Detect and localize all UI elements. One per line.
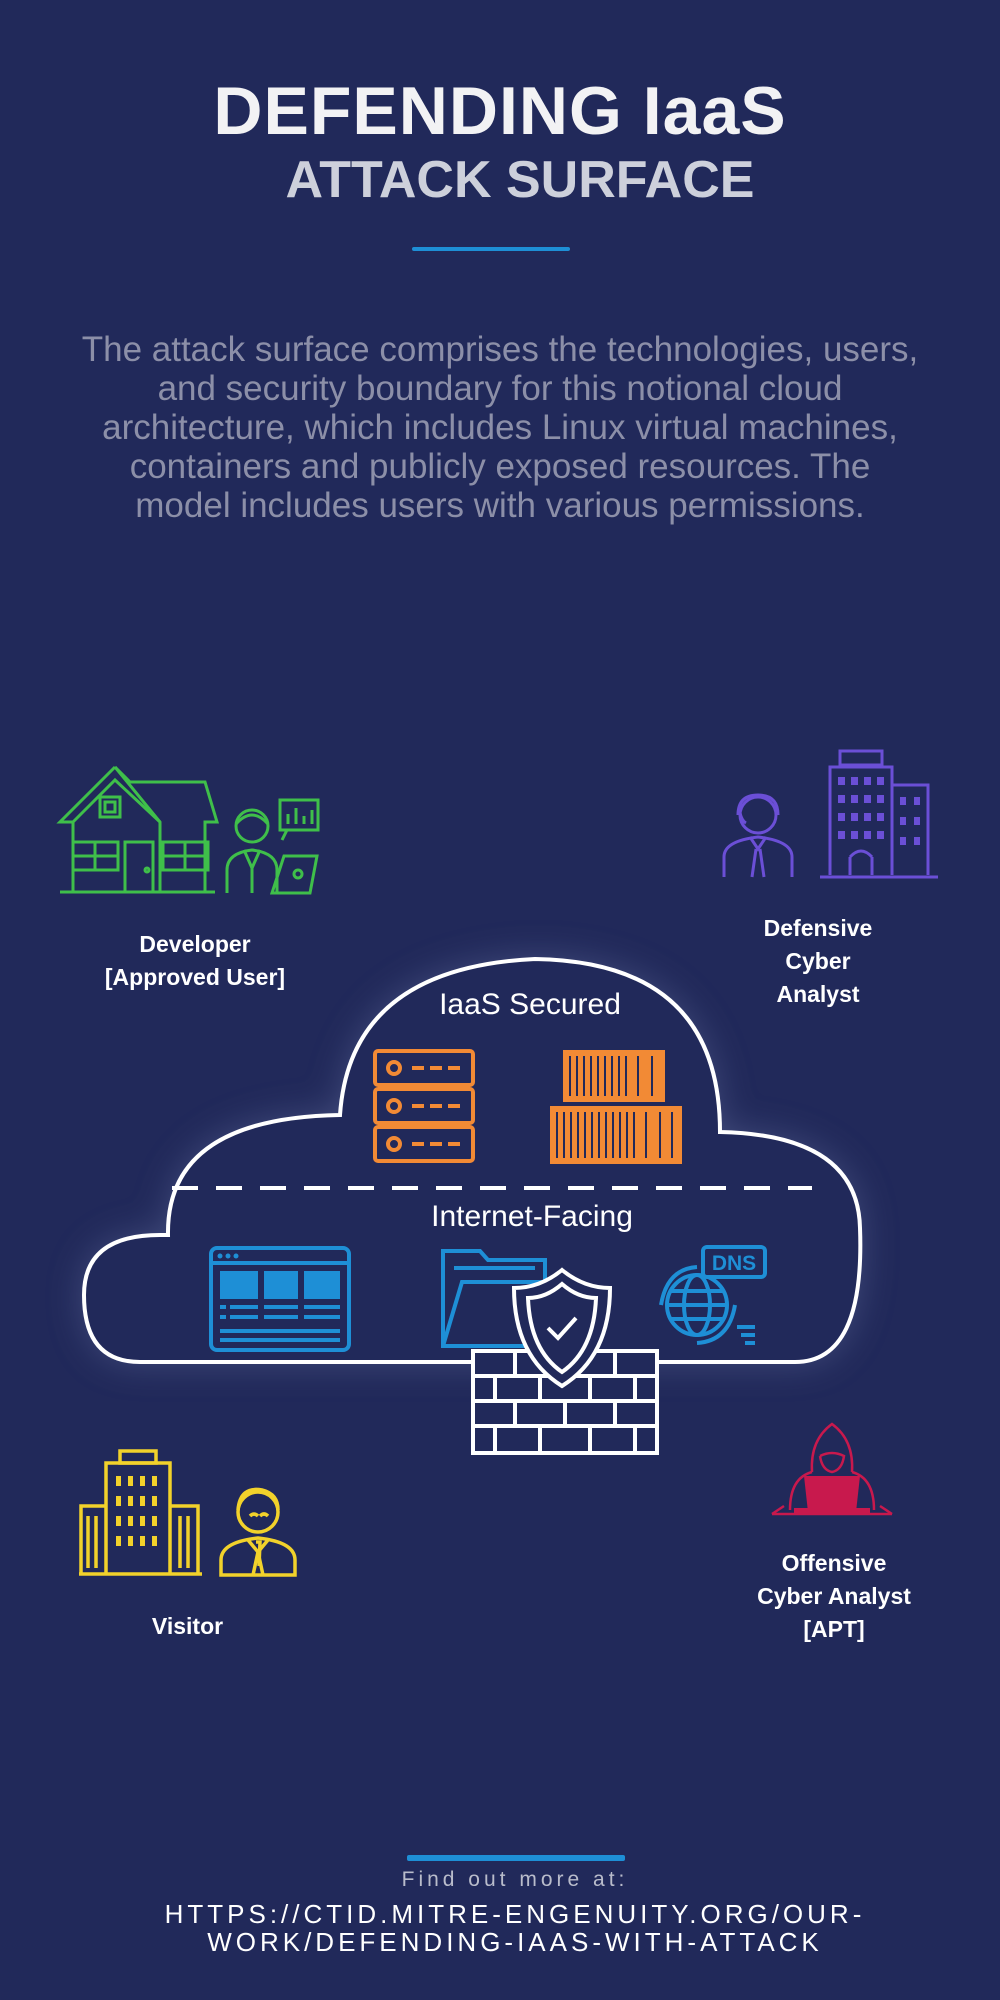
developer-role: [Approved User] bbox=[104, 964, 286, 990]
internet-facing-label: Internet-Facing bbox=[431, 1200, 633, 1233]
container-icon bbox=[550, 1050, 682, 1164]
visitor-person-icon bbox=[219, 1487, 297, 1577]
title-divider bbox=[412, 247, 570, 251]
dns-globe-icon: DNS bbox=[659, 1245, 767, 1345]
page-subtitle: ATTACK SURFACE bbox=[285, 151, 755, 209]
footer-url-line1[interactable]: HTTPS://CTID.MITRE-ENGENUITY.ORG/OUR- bbox=[164, 1899, 866, 1929]
developer-person-icon bbox=[225, 798, 320, 895]
offensive-line2: Cyber Analyst bbox=[757, 1583, 911, 1609]
developer-label: Developer [Approved User] bbox=[60, 928, 330, 994]
analyst-person-icon bbox=[722, 793, 794, 878]
firewall-icon bbox=[471, 1349, 659, 1455]
web-page-icon bbox=[209, 1246, 351, 1352]
footer-divider bbox=[407, 1855, 625, 1861]
offensive-line3: [APT] bbox=[803, 1616, 865, 1642]
intro-paragraph: The attack surface comprises the technol… bbox=[81, 330, 919, 525]
page-title: DEFENDING IaaS bbox=[213, 73, 787, 149]
developer-name: Developer bbox=[139, 931, 251, 957]
office-building-icon bbox=[820, 749, 938, 879]
defensive-line1: Defensive bbox=[763, 915, 873, 941]
dns-label: DNS bbox=[712, 1252, 756, 1275]
visitor-label: Visitor bbox=[151, 1613, 224, 1639]
footer-url-line2[interactable]: WORK/DEFENDING-IAAS-WITH-ATTACK bbox=[207, 1927, 823, 1957]
find-more-text: Find out more at: bbox=[401, 1868, 629, 1891]
offensive-line1: Offensive bbox=[781, 1550, 887, 1576]
offensive-label: Offensive Cyber Analyst [APT] bbox=[724, 1547, 944, 1646]
iaas-secured-label: IaaS Secured bbox=[439, 988, 621, 1021]
server-icon bbox=[373, 1049, 475, 1163]
house-icon bbox=[56, 765, 220, 894]
defensive-line2: Cyber bbox=[785, 948, 851, 974]
defensive-label: Defensive Cyber Analyst bbox=[718, 912, 918, 1011]
hacker-icon bbox=[771, 1422, 893, 1516]
shield-icon bbox=[511, 1267, 613, 1389]
defensive-line3: Analyst bbox=[776, 981, 860, 1007]
footer-url[interactable]: HTTPS://CTID.MITRE-ENGENUITY.ORG/OUR- WO… bbox=[0, 1900, 1000, 1956]
visitor-building-icon bbox=[79, 1449, 202, 1576]
